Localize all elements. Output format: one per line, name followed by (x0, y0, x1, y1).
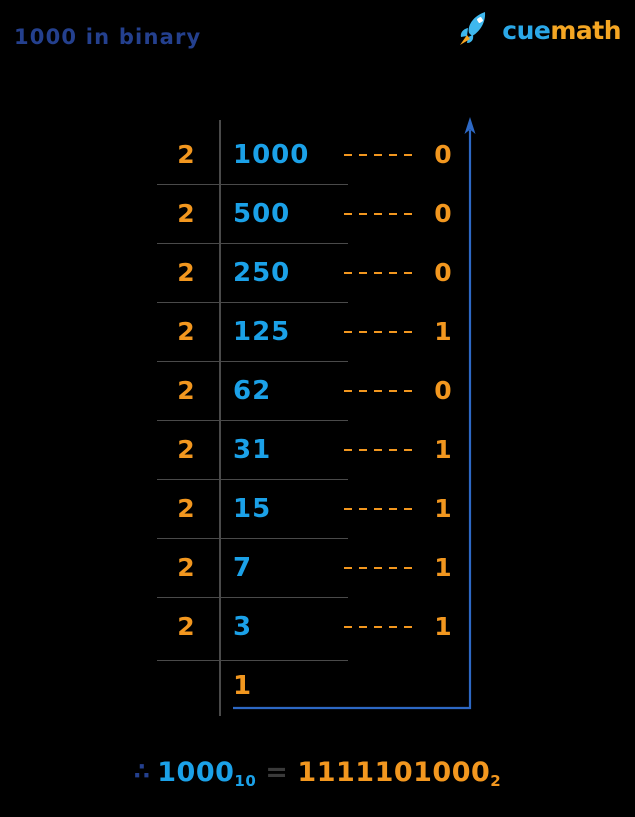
row-separator (157, 361, 348, 362)
dashed-connector-line (344, 213, 418, 215)
cell-remainder: 0 (434, 140, 452, 169)
table-row: 2 500 0 (0, 200, 635, 258)
dashed-connector-line (344, 154, 418, 156)
cell-remainder: 0 (434, 376, 452, 405)
decimal-base: 10 (234, 772, 257, 790)
cell-divisor: 2 (177, 553, 195, 582)
page-title: 1000 in binary (14, 25, 202, 49)
cell-remainder: 0 (434, 199, 452, 228)
cell-divisor: 2 (177, 376, 195, 405)
dashed-connector-line (344, 508, 418, 510)
equals-symbol: = (265, 757, 289, 788)
dashed-connector-line (344, 449, 418, 451)
binary-value: 1111101000 (297, 757, 491, 788)
cell-quotient: 62 (233, 376, 272, 406)
table-row: 2 7 1 (0, 554, 635, 612)
cell-final-quotient: 1 (233, 671, 253, 701)
cell-quotient: 7 (233, 553, 253, 583)
decimal-value: 1000 (157, 757, 235, 788)
row-separator (157, 597, 348, 598)
table-row: 2 62 0 (0, 377, 635, 435)
table-vertical-divider (219, 120, 221, 716)
dashed-connector-line (344, 567, 418, 569)
cell-quotient: 31 (233, 435, 272, 465)
row-separator (157, 538, 348, 539)
table-row: 2 250 0 (0, 259, 635, 317)
cell-divisor: 2 (177, 140, 195, 169)
cell-remainder: 1 (434, 612, 452, 641)
table-row: 2 1000 0 (0, 141, 635, 199)
cell-remainder: 1 (434, 435, 452, 464)
cell-remainder: 0 (434, 258, 452, 287)
table-row: 2 3 1 (0, 613, 635, 671)
therefore-symbol: ∴ (133, 759, 151, 785)
dashed-connector-line (344, 390, 418, 392)
cell-quotient: 3 (233, 612, 253, 642)
row-separator (157, 184, 348, 185)
row-separator (157, 479, 348, 480)
brand-wordmark: cuemath (502, 18, 621, 43)
row-separator (157, 302, 348, 303)
cell-quotient: 500 (233, 199, 291, 229)
result-equation: ∴100010 = 11111010002 (0, 757, 635, 790)
brand-logo: cuemath (454, 8, 621, 52)
dashed-connector-line (344, 626, 418, 628)
cell-divisor: 2 (177, 612, 195, 641)
table-row: 2 31 1 (0, 436, 635, 494)
cell-quotient: 15 (233, 494, 272, 524)
cell-divisor: 2 (177, 258, 195, 287)
row-separator (157, 420, 348, 421)
row-separator (157, 243, 348, 244)
cell-quotient: 250 (233, 258, 291, 288)
cell-quotient: 125 (233, 317, 291, 347)
dashed-connector-line (344, 331, 418, 333)
cell-divisor: 2 (177, 199, 195, 228)
cell-remainder: 1 (434, 553, 452, 582)
cell-remainder: 1 (434, 494, 452, 523)
brand-name-math: math (550, 15, 621, 45)
cell-quotient: 1000 (233, 140, 310, 170)
binary-base: 2 (490, 772, 502, 790)
dashed-connector-line (344, 272, 418, 274)
cell-divisor: 2 (177, 317, 195, 346)
table-row: 2 15 1 (0, 495, 635, 553)
table-row: 2 125 1 (0, 318, 635, 376)
brand-name-cue: cue (502, 15, 551, 45)
row-separator (157, 660, 348, 661)
cell-remainder: 1 (434, 317, 452, 346)
cell-divisor: 2 (177, 435, 195, 464)
rocket-icon (454, 8, 494, 52)
cell-divisor: 2 (177, 494, 195, 523)
